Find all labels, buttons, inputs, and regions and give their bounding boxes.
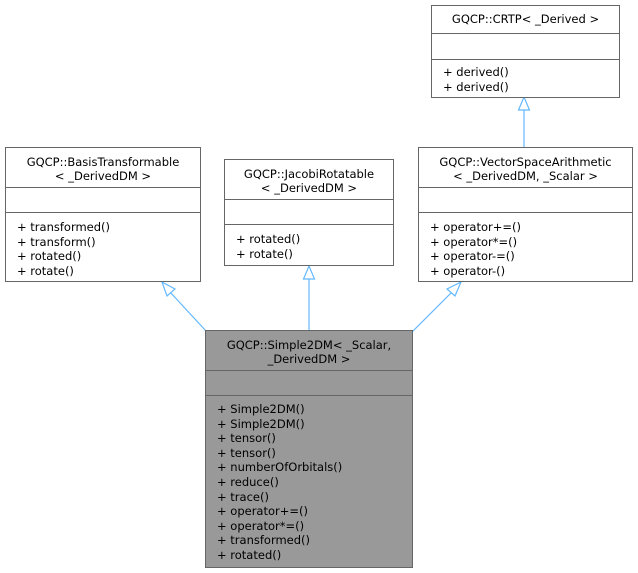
class-vector-title: GQCP::VectorSpaceArithmetic < _DerivedDM… — [419, 148, 632, 187]
class-simple2dm-title-line: GQCP::Simple2DM< _Scalar, — [226, 338, 392, 352]
class-vector-title-line: < _DerivedDM, _Scalar > — [453, 169, 598, 183]
class-basis-title-line: < _DerivedDM > — [54, 169, 152, 183]
edge-simple2dm-to-basis — [169, 291, 207, 332]
method: + operator+=() — [430, 220, 521, 234]
method: + tensor() — [217, 431, 276, 446]
method: + tensor() — [217, 445, 276, 460]
class-crtp-title-line: GQCP::CRTP< _Derived > — [451, 12, 600, 26]
edge-simple2dm-to-vector — [411, 291, 453, 333]
class-simple2dm[interactable]: GQCP::Simple2DM< _Scalar, _DerivedDM > +… — [205, 330, 413, 568]
class-simple2dm-title-line: _DerivedDM > — [267, 352, 351, 366]
class-jacobi-methods: + rotated() + rotate() — [225, 224, 393, 261]
class-jacobi-attributes — [225, 199, 393, 224]
class-jacobi-title: GQCP::JacobiRotatable < _DerivedDM > — [225, 160, 393, 199]
class-jacobi-title-line: < _DerivedDM > — [260, 181, 358, 195]
class-vector-attributes — [419, 187, 632, 212]
class-jacobi-title-line: GQCP::JacobiRotatable — [243, 167, 375, 181]
method: + numberOfOrbitals() — [217, 460, 343, 475]
class-simple2dm-title: GQCP::Simple2DM< _Scalar, _DerivedDM > — [206, 331, 412, 370]
method: + rotated() — [217, 547, 282, 562]
method: + transform() — [17, 234, 96, 249]
method: + rotated() — [17, 249, 82, 264]
arrowhead-crtp — [517, 95, 531, 111]
method: + Simple2DM() — [217, 402, 305, 416]
class-basis-methods: + transformed() + transform() + rotated(… — [6, 212, 200, 278]
method: + derived() — [443, 79, 509, 94]
class-simple2dm-attributes — [206, 370, 412, 395]
method: + operator*=() — [217, 518, 305, 533]
class-jacobi-rotatable[interactable]: GQCP::JacobiRotatable < _DerivedDM > + r… — [224, 159, 394, 266]
class-crtp-attributes — [432, 33, 619, 59]
class-basis-transformable[interactable]: GQCP::BasisTransformable < _DerivedDM > … — [5, 147, 201, 282]
class-vector-space-arithmetic[interactable]: GQCP::VectorSpaceArithmetic < _DerivedDM… — [418, 147, 633, 282]
arrowhead-basis — [160, 280, 177, 298]
method: + rotate() — [236, 246, 293, 261]
class-crtp-methods: + derived() + derived() — [432, 59, 619, 94]
method: + Simple2DM() — [217, 416, 305, 431]
class-basis-title: GQCP::BasisTransformable < _DerivedDM > — [6, 148, 200, 187]
class-crtp-title: GQCP::CRTP< _Derived > — [432, 6, 619, 33]
method: + transformed() — [17, 220, 111, 234]
arrowhead-vector — [445, 280, 463, 297]
method: + trace() — [217, 489, 269, 504]
method: + operator-=() — [430, 249, 515, 264]
class-basis-title-line: GQCP::BasisTransformable — [26, 155, 180, 169]
method: + rotated() — [236, 232, 301, 246]
method: + transformed() — [217, 533, 311, 548]
class-basis-attributes — [6, 187, 200, 212]
class-simple2dm-methods: + Simple2DM() + Simple2DM() + tensor() +… — [206, 395, 412, 563]
class-vector-methods: + operator+=() + operator*=() + operator… — [419, 212, 632, 278]
method: + reduce() — [217, 474, 279, 489]
method: + operator*=() — [430, 234, 518, 249]
method: + operator-() — [430, 263, 506, 278]
method: + rotate() — [17, 263, 74, 278]
method: + operator+=() — [217, 504, 308, 519]
class-crtp[interactable]: GQCP::CRTP< _Derived > + derived() + der… — [431, 5, 620, 98]
method: + derived() — [443, 65, 509, 79]
arrowhead-jacobi — [302, 264, 316, 280]
class-vector-title-line: GQCP::VectorSpaceArithmetic — [439, 155, 612, 169]
